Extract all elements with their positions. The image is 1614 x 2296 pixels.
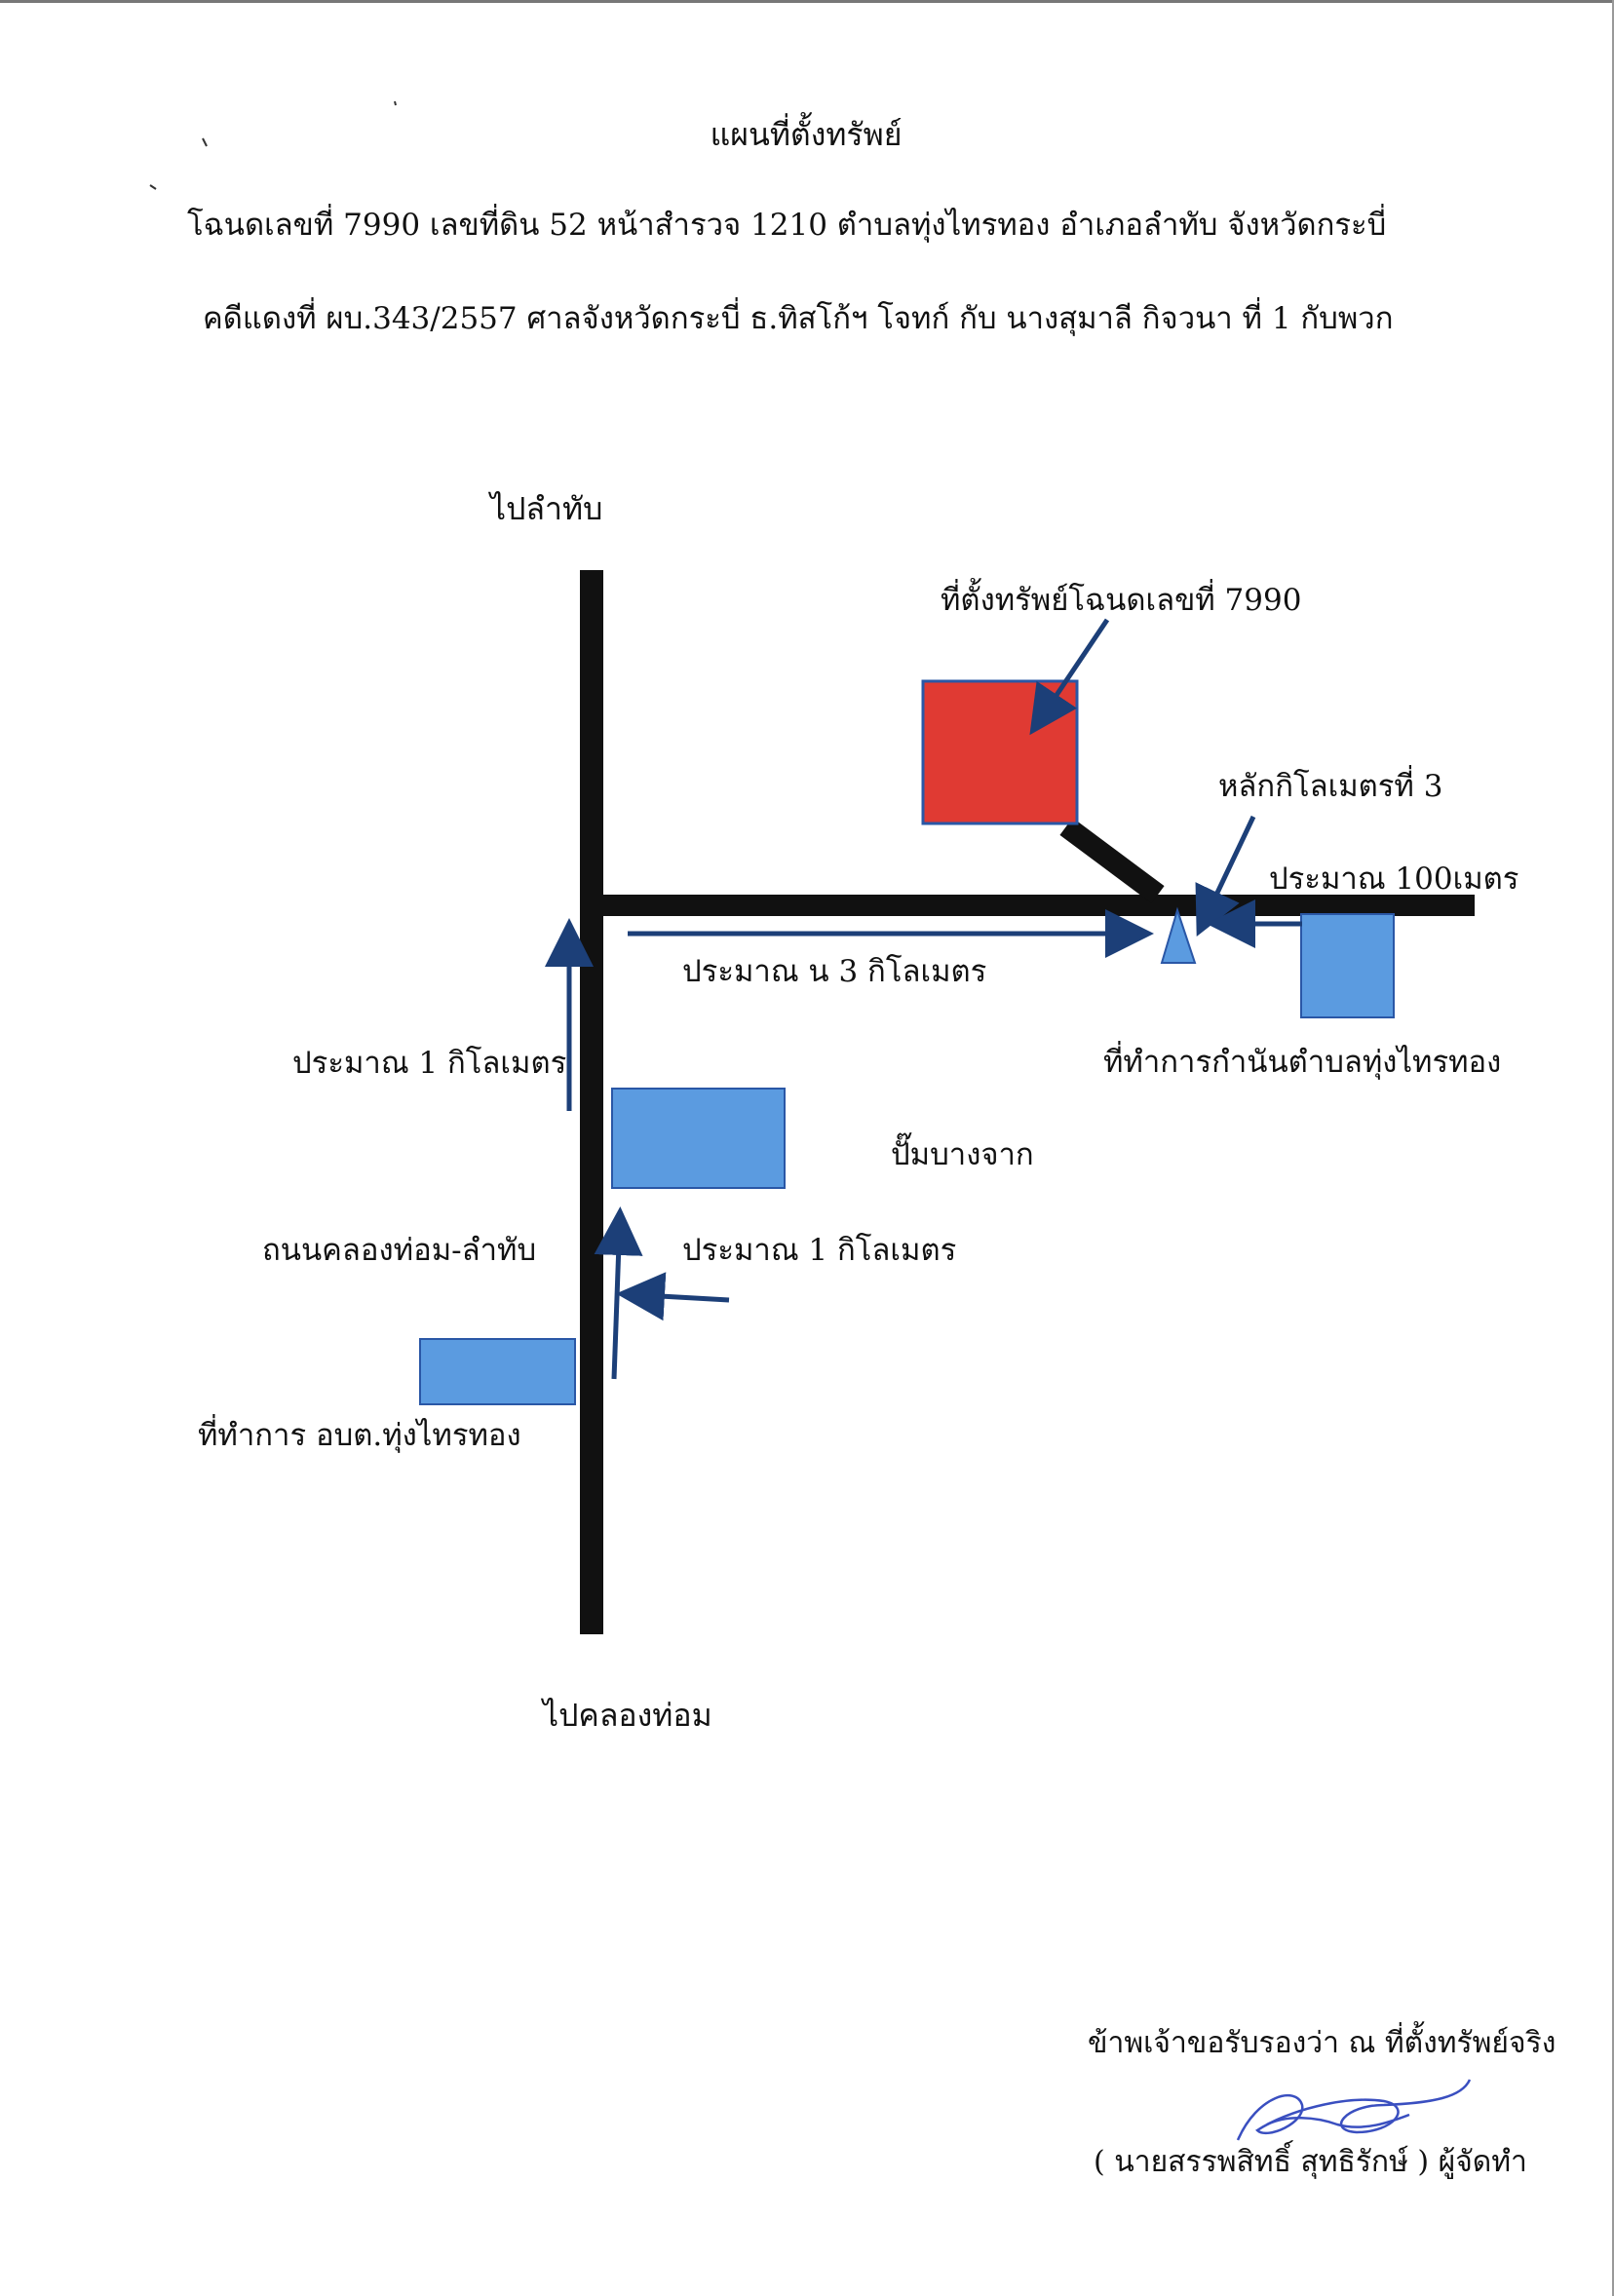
label-property: ที่ตั้งทรัพย์โฉนดเลขที่ 7990 (941, 583, 1302, 618)
label-to-lamthap: ไปลำทับ (490, 490, 603, 527)
signer-name: ( นายสรรพสิทธิ์ สุทธิรักษ์ ) ผู้จัดทำ (1094, 2145, 1527, 2179)
kamnan-office-building (1300, 913, 1395, 1018)
access-road-to-property (1059, 818, 1165, 903)
arrow-1km-to-gas-station (594, 1206, 643, 1380)
document-title: แผนที่ตั้งทรัพย์ (710, 116, 903, 153)
label-to-khlong-thom: ไปคลองท่อม (543, 1697, 712, 1734)
label-gas-station: ปั๊มบางจาก (891, 1137, 1034, 1172)
label-approx-3km: ประมาณ น 3 กิโลเมตร (682, 954, 987, 989)
arrow-to-property (1029, 618, 1110, 736)
km-marker-icon (1160, 906, 1197, 964)
gas-station-building (611, 1088, 786, 1189)
main-road-vertical (580, 570, 603, 1634)
side-road-horizontal (592, 895, 1475, 916)
label-tao-office: ที่ทำการ อบต.ทุ่งไทรทอง (198, 1418, 521, 1453)
label-km-marker: หลักกิโลเมตรที่ 3 (1218, 769, 1443, 804)
case-line: คดีแดงที่ ผบ.343/2557 ศาลจังหวัดกระบี่ ธ… (203, 301, 1394, 336)
label-approx-100m: ประมาณ 100เมตร (1269, 861, 1519, 897)
direction-arrows (545, 618, 1302, 1380)
label-approx-1km-lower: ประมาณ 1 กิโลเมตร (682, 1233, 957, 1268)
handwritten-signature (1236, 2079, 1472, 2141)
scan-right-edge (1612, 0, 1614, 2296)
label-road-name: ถนนคลองท่อม-ลำทับ (262, 1233, 537, 1268)
label-approx-1km-vertical: ประมาณ 1 กิโลเมตร (292, 1046, 567, 1081)
certification-statement: ข้าพเจ้าขอรับรองว่า ณ ที่ตั้งทรัพย์จริง (1088, 2026, 1556, 2060)
scan-specks (149, 100, 397, 190)
tao-office-building (419, 1338, 576, 1405)
deed-line: โฉนดเลขที่ 7990 เลขที่ดิน 52 หน้าสำรวจ 1… (187, 208, 1387, 243)
scan-top-edge (0, 0, 1614, 3)
arrow-to-road (616, 1272, 730, 1321)
label-kamnan-office: ที่ทำการกำนันตำบลทุ่งไทรทอง (1103, 1045, 1502, 1080)
